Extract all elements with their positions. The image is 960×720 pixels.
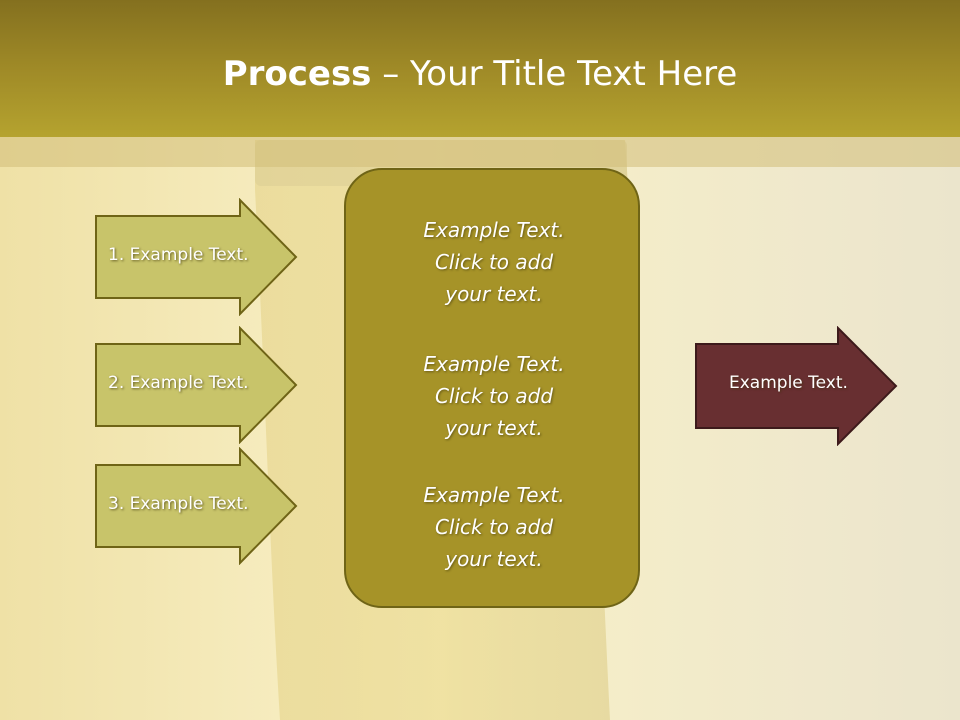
center-block-1-line1: Example Text. [423, 218, 565, 242]
center-block-2-line2: Click to add [434, 384, 554, 408]
left-arrow-2-label: 2. Example Text. [108, 373, 249, 393]
right-arrow-label: Example Text. [729, 373, 848, 393]
left-arrow-2[interactable] [94, 326, 300, 444]
left-arrow-1[interactable] [94, 198, 300, 316]
center-block-2-line3: your text. [445, 416, 543, 440]
center-block-3-line3: your text. [445, 547, 543, 571]
left-arrow-1-label: 1. Example Text. [108, 245, 249, 265]
center-block-3-line2: Click to add [434, 515, 554, 539]
center-block-1: Example Text. Click to add your text. [346, 214, 642, 310]
left-arrow-3-label: 3. Example Text. [108, 494, 249, 514]
center-block-1-line2: Click to add [434, 250, 554, 274]
title-rest: – Your Title Text Here [371, 54, 738, 94]
center-block-3-line1: Example Text. [423, 483, 565, 507]
center-text-box[interactable]: Example Text. Click to add your text. Ex… [344, 168, 640, 608]
center-block-3: Example Text. Click to add your text. [346, 479, 642, 575]
right-arrow[interactable] [694, 326, 900, 446]
header-band [0, 137, 960, 167]
title-bold: Process [222, 54, 372, 94]
center-block-2-line1: Example Text. [423, 352, 565, 376]
center-block-1-line3: your text. [445, 282, 543, 306]
header-bar [0, 0, 960, 137]
center-block-2: Example Text. Click to add your text. [346, 348, 642, 444]
left-arrow-3[interactable] [94, 447, 300, 565]
slide-title[interactable]: Process – Your Title Text Here [0, 52, 960, 96]
